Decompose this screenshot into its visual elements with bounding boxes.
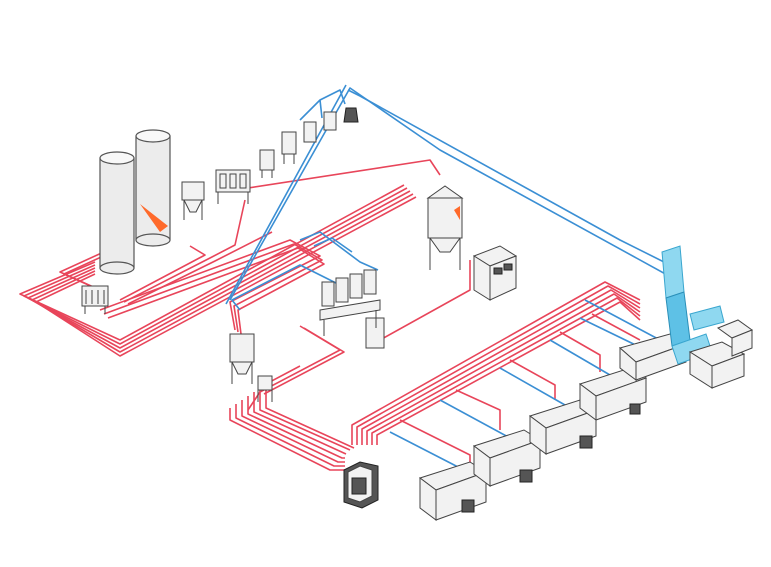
pipe-bundle-granulator <box>229 365 355 471</box>
control-cabinet[interactable] <box>472 245 518 301</box>
vacuum-main-line <box>229 87 681 301</box>
injection-machine-1[interactable] <box>418 461 488 521</box>
material-pipes <box>19 159 641 471</box>
hot-air-flame-icon <box>140 204 168 232</box>
vacuum-loaders-line <box>299 89 346 121</box>
vacuum-machine-line-3 <box>499 367 566 406</box>
small-loaders[interactable] <box>259 107 359 178</box>
mixer-station[interactable] <box>215 169 251 204</box>
granulator[interactable] <box>343 461 379 509</box>
pipe-dryer-feed <box>234 159 471 341</box>
vacuum-machine-line-4 <box>549 339 611 376</box>
dryer-heater-icon <box>454 206 460 220</box>
storage-silos[interactable] <box>99 129 171 275</box>
pipe-bundle-injection <box>351 281 641 445</box>
machine-side-dryer[interactable] <box>229 333 273 402</box>
silo-left[interactable] <box>99 151 135 275</box>
pipe-bundle-middle <box>99 239 345 411</box>
bag-unloader[interactable] <box>181 181 205 220</box>
vacuum-machine-line-2 <box>439 399 511 439</box>
injection-machines[interactable] <box>418 333 688 521</box>
pipe-bundle-main <box>19 184 417 357</box>
cyclone-dust-collector[interactable] <box>661 245 754 389</box>
central-dryer[interactable] <box>426 185 464 270</box>
multi-hopper-dryer[interactable] <box>319 269 385 349</box>
vacuum-pipes <box>225 84 681 481</box>
silo-manifold[interactable] <box>81 285 109 314</box>
silo-right[interactable] <box>135 129 171 247</box>
vacuum-dryer-line <box>299 231 379 271</box>
